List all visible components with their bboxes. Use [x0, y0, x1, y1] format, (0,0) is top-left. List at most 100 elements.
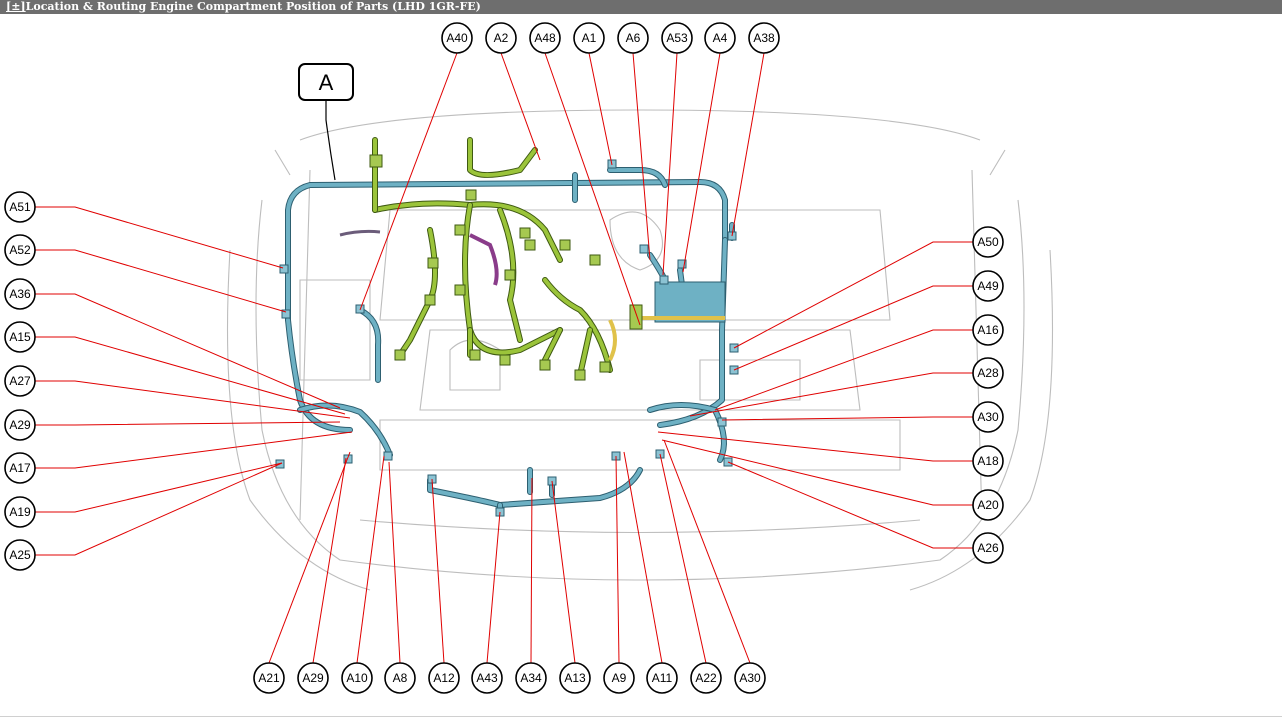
callout-label: A19 — [9, 505, 31, 519]
callout-label: A11 — [652, 671, 673, 685]
leader-line-a17 — [35, 431, 353, 469]
callout-a2[interactable]: A2 — [485, 22, 517, 54]
callout-a10[interactable]: A10 — [341, 662, 373, 694]
callout-a40[interactable]: A40 — [441, 22, 473, 54]
callout-a27[interactable]: A27 — [4, 365, 36, 397]
callout-a9[interactable]: A9 — [603, 662, 635, 694]
callout-label: A40 — [446, 31, 468, 45]
callout-label: A48 — [534, 31, 556, 45]
leader-line-a36 — [35, 293, 341, 409]
callout-a28[interactable]: A28 — [972, 357, 1004, 389]
callout-a25[interactable]: A25 — [4, 539, 36, 571]
callout-a1[interactable]: A1 — [573, 22, 605, 54]
callout-a51[interactable]: A51 — [4, 191, 36, 223]
callout-label: A15 — [9, 330, 31, 344]
callout-circle — [972, 314, 1004, 346]
leader-line-a2 — [500, 52, 541, 161]
leader-line-a16 — [714, 329, 973, 411]
bottom-divider — [0, 716, 1282, 717]
callout-circle — [972, 226, 1004, 258]
leader-line-a26 — [727, 461, 973, 549]
leader-lines — [35, 52, 973, 664]
callout-circle — [341, 662, 373, 694]
callout-label: A13 — [564, 671, 586, 685]
leader-line-a50 — [733, 241, 973, 349]
callout-a26[interactable]: A26 — [972, 532, 1004, 564]
callout-circle — [734, 662, 766, 694]
callout-a38[interactable]: A38 — [748, 22, 780, 54]
callout-label: A16 — [977, 323, 999, 337]
callout-a29[interactable]: A29 — [4, 409, 36, 441]
callout-a20[interactable]: A20 — [972, 489, 1004, 521]
callout-label: A30 — [739, 671, 761, 685]
callout-a34[interactable]: A34 — [515, 662, 547, 694]
callout-a50[interactable]: A50 — [972, 226, 1004, 258]
callout-a12[interactable]: A12 — [428, 662, 460, 694]
callout-label: A34 — [520, 671, 542, 685]
callout-a18[interactable]: A18 — [972, 445, 1004, 477]
callout-label: A38 — [753, 31, 775, 45]
callout-a11[interactable]: A11 — [646, 662, 678, 694]
callout-circle — [4, 409, 36, 441]
callout-circle — [603, 662, 635, 694]
callout-circle — [471, 662, 503, 694]
callout-a16[interactable]: A16 — [972, 314, 1004, 346]
callout-label: A36 — [9, 287, 31, 301]
callout-a43[interactable]: A43 — [471, 662, 503, 694]
expand-toggle[interactable]: [±] — [6, 0, 26, 13]
leader-line-a11 — [623, 451, 663, 664]
callout-label: A6 — [626, 31, 641, 45]
callout-circle — [384, 662, 416, 694]
callout-circle — [4, 539, 36, 571]
callout-a53[interactable]: A53 — [661, 22, 693, 54]
callout-label: A20 — [977, 498, 999, 512]
callout-circle — [617, 22, 649, 54]
callout-a36[interactable]: A36 — [4, 278, 36, 310]
callout-a6[interactable]: A6 — [617, 22, 649, 54]
callout-a48[interactable]: A48 — [529, 22, 561, 54]
callout-circle — [661, 22, 693, 54]
callout-a4[interactable]: A4 — [704, 22, 736, 54]
leader-line-a19 — [35, 462, 283, 513]
callout-circle — [428, 662, 460, 694]
callout-circle — [485, 22, 517, 54]
callout-label: A52 — [9, 243, 31, 257]
callout-a49[interactable]: A49 — [972, 270, 1004, 302]
callout-circle — [972, 357, 1004, 389]
callout-label: A43 — [476, 671, 498, 685]
callout-a19[interactable]: A19 — [4, 496, 36, 528]
leader-line-a1 — [588, 52, 613, 166]
callout-a21[interactable]: A21 — [253, 662, 285, 694]
leader-line-a30 — [721, 416, 973, 421]
callout-a29[interactable]: A29 — [297, 662, 329, 694]
callout-a13[interactable]: A13 — [559, 662, 591, 694]
callout-circle — [972, 401, 1004, 433]
title-bar: [±]Location & Routing Engine Compartment… — [0, 0, 1282, 14]
callout-a15[interactable]: A15 — [4, 321, 36, 353]
callout-label: A51 — [9, 200, 31, 214]
callout-circle — [4, 365, 36, 397]
leader-line-a29 — [312, 457, 347, 664]
callout-a30[interactable]: A30 — [734, 662, 766, 694]
leader-line-a38 — [731, 52, 765, 237]
leader-line-a51 — [35, 206, 284, 269]
callout-circle — [515, 662, 547, 694]
callout-circle — [704, 22, 736, 54]
callout-circle — [4, 278, 36, 310]
leader-line-a15 — [35, 336, 346, 415]
callout-circle — [559, 662, 591, 694]
callout-a52[interactable]: A52 — [4, 234, 36, 266]
callout-a17[interactable]: A17 — [4, 452, 36, 484]
callout-a22[interactable]: A22 — [690, 662, 722, 694]
callout-label: A21 — [258, 671, 280, 685]
callout-a30[interactable]: A30 — [972, 401, 1004, 433]
callout-a8[interactable]: A8 — [384, 662, 416, 694]
callout-label: A10 — [346, 671, 368, 685]
leader-line-a43 — [486, 511, 501, 664]
page-title: Location & Routing Engine Compartment Po… — [25, 0, 481, 13]
leader-line-a49 — [733, 285, 973, 371]
leader-line-a29 — [35, 421, 341, 426]
callout-circle — [646, 662, 678, 694]
